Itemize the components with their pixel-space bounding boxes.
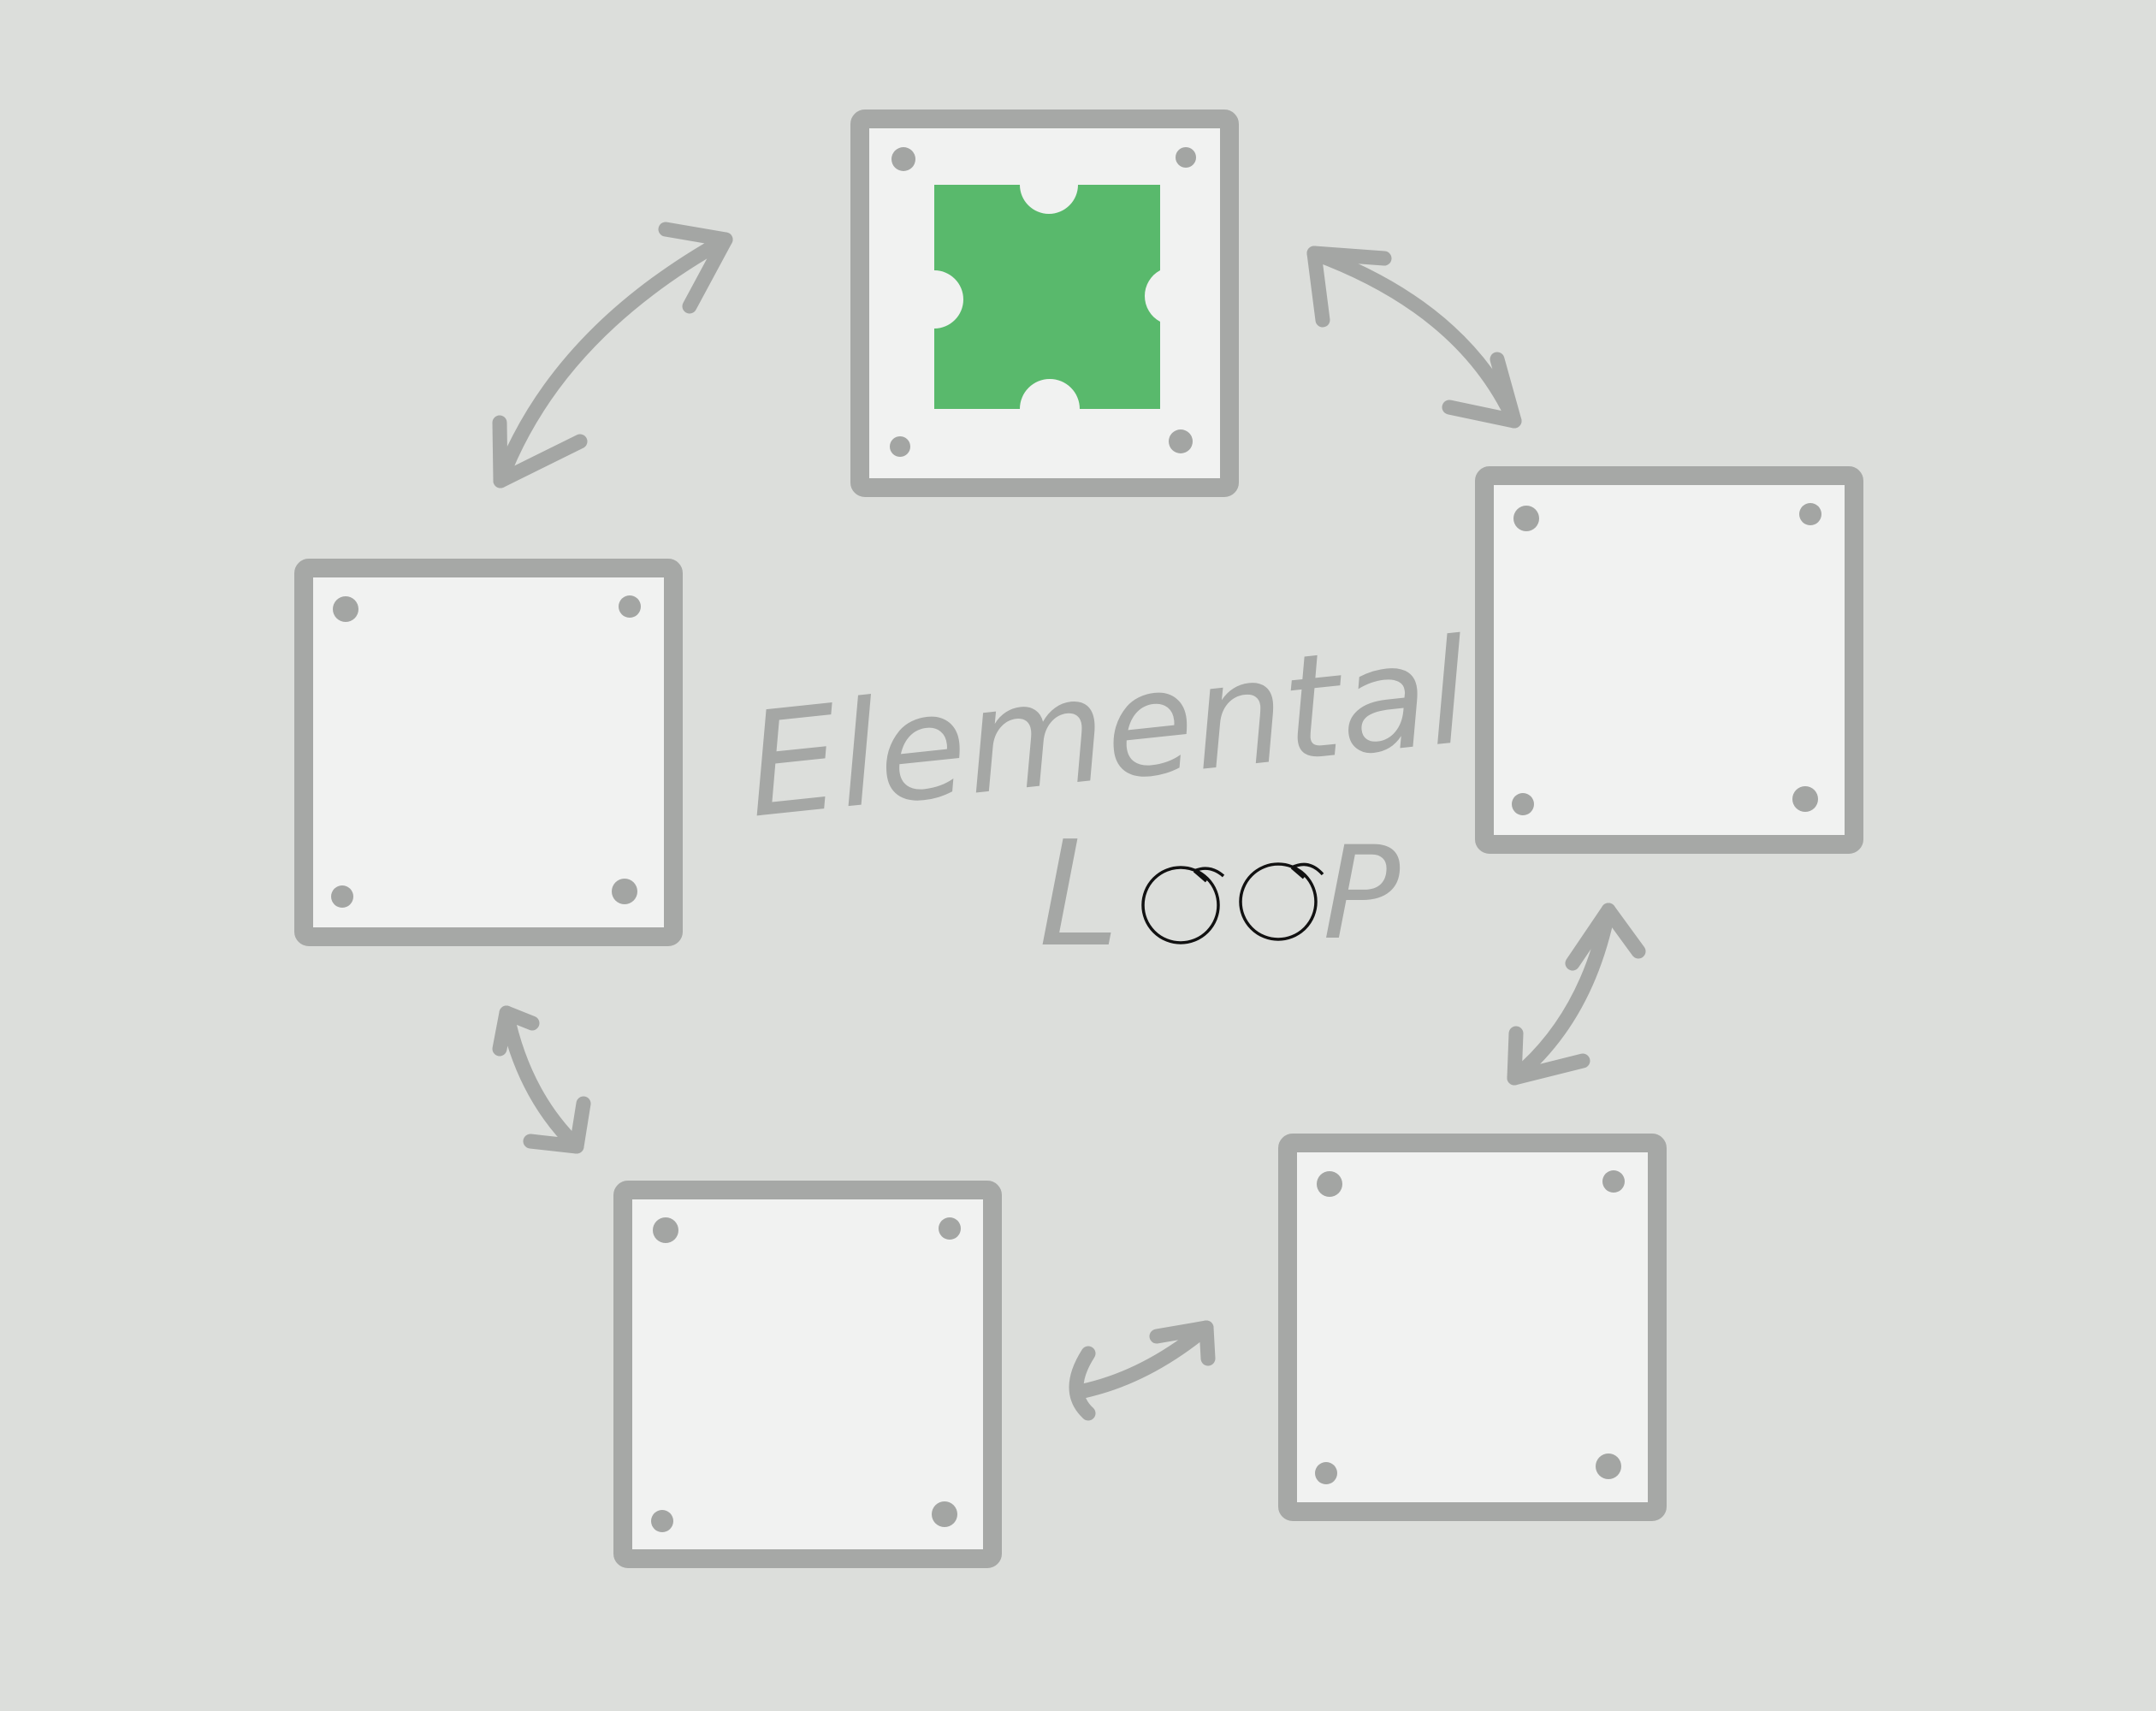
slot-left[interactable] bbox=[294, 559, 683, 946]
slot-bottom-right[interactable] bbox=[1278, 1134, 1667, 1521]
rivet-icon bbox=[939, 1217, 961, 1240]
rivet-icon bbox=[1176, 147, 1196, 168]
title-line-2-suffix: P bbox=[1323, 820, 1401, 968]
rivet-icon bbox=[612, 879, 637, 904]
green-element-piece[interactable] bbox=[934, 185, 1160, 409]
double-arrow-icon bbox=[1069, 1320, 1216, 1421]
rivet-icon bbox=[891, 147, 915, 171]
rivet-icon bbox=[651, 1510, 673, 1532]
slot-right[interactable] bbox=[1475, 466, 1863, 854]
rivet-icon bbox=[932, 1501, 957, 1527]
title-line-2: L P bbox=[1039, 810, 1401, 980]
loop-rings-icon bbox=[1141, 862, 1324, 944]
rivet-icon bbox=[1602, 1170, 1625, 1193]
rivet-icon bbox=[1792, 786, 1818, 812]
rivet-icon bbox=[890, 436, 910, 457]
rivet-icon bbox=[1317, 1171, 1342, 1197]
rivet-icon bbox=[653, 1217, 678, 1243]
rivet-icon bbox=[1315, 1462, 1337, 1484]
rivet-icon bbox=[619, 595, 641, 618]
title-line-2-prefix: L bbox=[1039, 810, 1120, 980]
double-arrow-icon bbox=[492, 1005, 591, 1154]
rivet-icon bbox=[1169, 429, 1193, 453]
slot-bottom-left[interactable] bbox=[613, 1181, 1002, 1568]
rivet-icon bbox=[1799, 503, 1821, 525]
double-arrow-icon bbox=[1306, 246, 1522, 429]
rivet-icon bbox=[333, 596, 358, 622]
rivet-icon bbox=[1513, 506, 1539, 531]
rivet-icon bbox=[1596, 1453, 1621, 1479]
double-arrow-icon bbox=[1507, 903, 1646, 1086]
double-arrow-icon bbox=[492, 222, 733, 488]
rivet-icon bbox=[1512, 793, 1534, 815]
slot-top[interactable] bbox=[850, 110, 1239, 497]
rivet-icon bbox=[331, 885, 353, 908]
